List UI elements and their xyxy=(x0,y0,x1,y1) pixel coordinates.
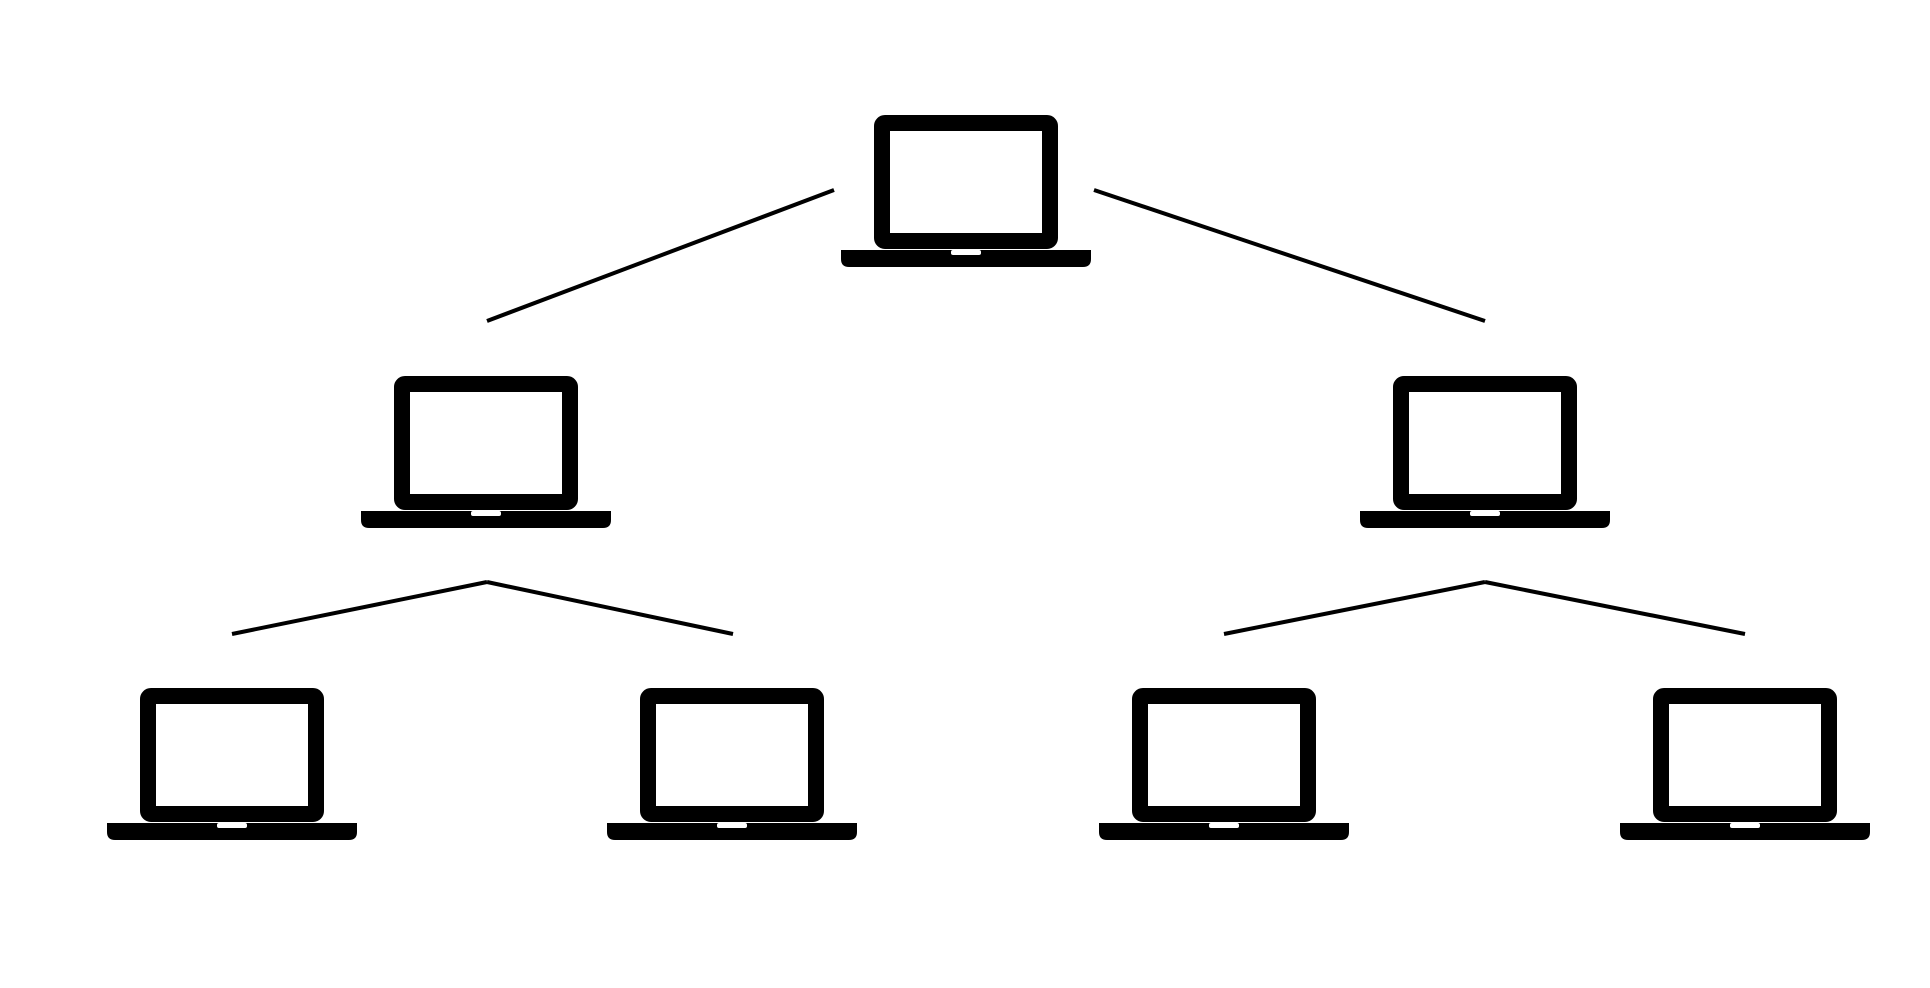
edge-root-to-right xyxy=(1093,188,1486,323)
laptop-base xyxy=(607,823,857,840)
laptop-screen xyxy=(1132,688,1316,822)
node-left-right-laptop-icon xyxy=(607,688,857,840)
laptop-notch xyxy=(1470,511,1500,516)
node-right-laptop-icon xyxy=(1360,376,1610,528)
laptop-screen xyxy=(1393,376,1577,510)
laptop-notch xyxy=(471,511,501,516)
edge-left-to-left-right xyxy=(486,580,734,636)
nodes-layer xyxy=(107,115,1870,840)
node-left-left-laptop-icon xyxy=(107,688,357,840)
edges-layer xyxy=(231,188,1746,636)
laptop-screen xyxy=(640,688,824,822)
laptop-screen xyxy=(874,115,1058,249)
node-right-right-laptop-icon xyxy=(1620,688,1870,840)
edge-root-to-left xyxy=(486,188,835,323)
laptop-base xyxy=(1099,823,1349,840)
laptop-base xyxy=(107,823,357,840)
laptop-base xyxy=(1620,823,1870,840)
laptop-notch xyxy=(217,823,247,828)
laptop-base xyxy=(1360,511,1610,528)
node-right-left-laptop-icon xyxy=(1099,688,1349,840)
node-root-laptop-icon xyxy=(841,115,1091,267)
laptop-base xyxy=(841,250,1091,267)
edge-right-to-right-right xyxy=(1484,580,1746,636)
laptop-base xyxy=(361,511,611,528)
laptop-screen xyxy=(140,688,324,822)
laptop-notch xyxy=(1730,823,1760,828)
laptop-notch xyxy=(951,250,981,255)
node-left-laptop-icon xyxy=(361,376,611,528)
laptop-notch xyxy=(717,823,747,828)
laptop-notch xyxy=(1209,823,1239,828)
edge-left-to-left-left xyxy=(231,580,488,636)
laptop-screen xyxy=(394,376,578,510)
edge-right-to-right-left xyxy=(1223,580,1486,636)
laptop-screen xyxy=(1653,688,1837,822)
